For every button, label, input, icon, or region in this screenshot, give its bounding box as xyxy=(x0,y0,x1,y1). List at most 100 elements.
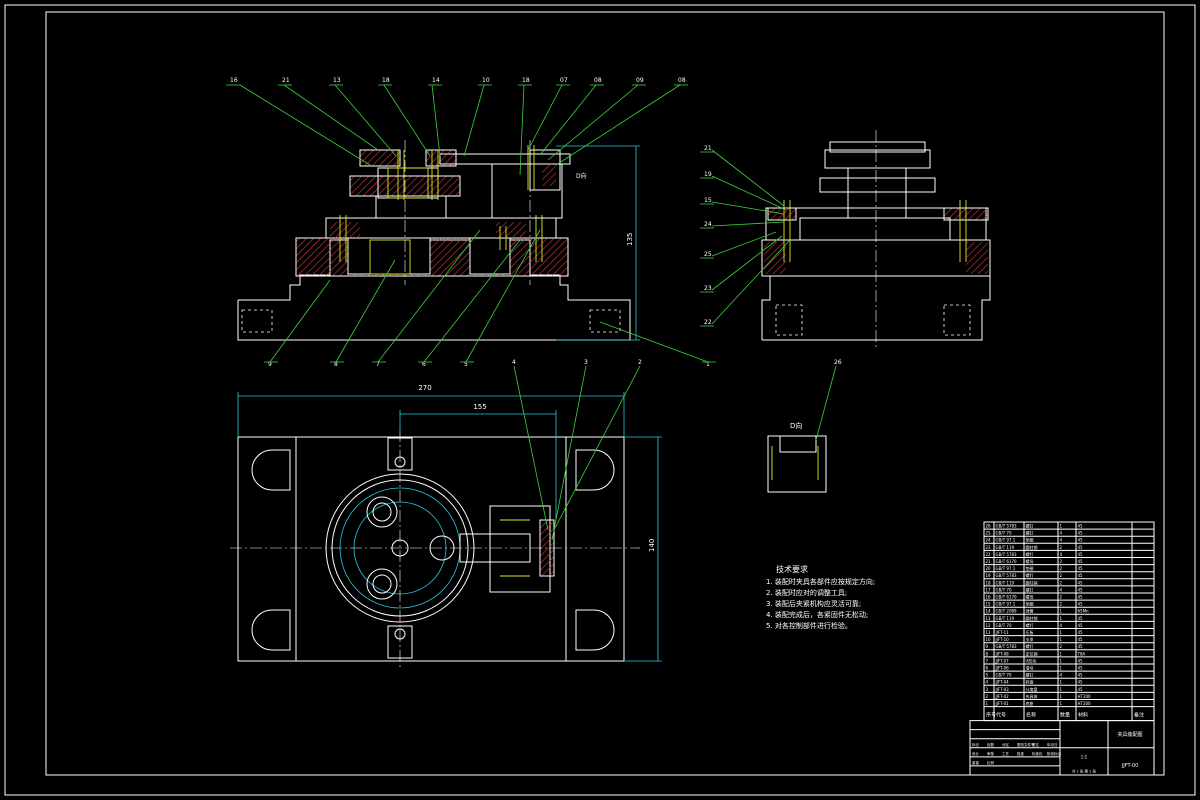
bom-cell: JJFT-01 xyxy=(995,701,1010,706)
bom-cell: 20 xyxy=(986,566,992,571)
bom-cell: GB/T 5783 xyxy=(996,573,1018,578)
bom-cell: 5 xyxy=(986,673,989,678)
bom-cell: 10 xyxy=(986,637,992,642)
bom-cell: 1 xyxy=(986,701,989,706)
callout-number: 24 xyxy=(704,221,712,228)
bom-cell: 26 xyxy=(986,524,992,529)
bom-cell: 22 xyxy=(986,552,992,557)
bom-cell: 转盘 xyxy=(1026,679,1034,685)
bom-cell: 45 xyxy=(1078,687,1084,692)
dimension-width: 140 xyxy=(648,539,656,552)
front-view xyxy=(237,140,631,341)
bom-cell: 1 xyxy=(1060,651,1063,656)
bom-cell: 圆柱销 xyxy=(1026,615,1038,621)
dimension-height: 135 xyxy=(626,233,634,246)
bom-cell: 4 xyxy=(986,680,989,685)
bom-cell: 2 xyxy=(1060,644,1063,649)
bom-cell: JJFT-06 xyxy=(995,666,1010,671)
bom-header-cell: 材料 xyxy=(1078,712,1088,719)
title-block-label: 工艺 xyxy=(1002,751,1010,756)
bom-cell: 45 xyxy=(1078,531,1084,536)
bom-cell: 圆柱销 xyxy=(1026,544,1038,550)
bom-cell: JJFT-10 xyxy=(995,637,1010,642)
bom-cell: GB/T 70 xyxy=(996,587,1012,592)
drawing-number: JJFT-00 xyxy=(1121,763,1139,769)
bom-header-cell: 序号 xyxy=(986,712,996,719)
bom-cell: 垫圈 xyxy=(1026,601,1034,607)
bom-cell: GB/T 5783 xyxy=(996,524,1018,529)
bom-cell: 45 xyxy=(1078,545,1084,550)
side-view xyxy=(761,130,991,350)
title-block-label: 重量 xyxy=(972,760,980,765)
side-view-leaders xyxy=(711,149,791,325)
bom-cell: 1 xyxy=(1060,630,1063,635)
bom-cell: GB/T 70 xyxy=(996,673,1012,678)
bom-cell: 8 xyxy=(986,651,989,656)
title-block-label: 设计 xyxy=(972,751,980,756)
bom-cell: 2 xyxy=(1060,602,1063,607)
callout-number: 08 xyxy=(678,77,686,84)
bom-cell: 2 xyxy=(1060,545,1063,550)
bom-cell: 垫圈 xyxy=(1026,565,1034,571)
bom-cell: T8A xyxy=(1077,651,1086,656)
bom-cell: 16 xyxy=(986,595,992,600)
bom-cell: GB/T 97.1 xyxy=(996,566,1016,571)
bom-cell: 1 xyxy=(1060,680,1063,685)
bom-cell: HT200 xyxy=(1078,694,1092,699)
bom-cell: 45 xyxy=(1078,644,1084,649)
callout-number: 07 xyxy=(560,77,568,84)
bom-cell: GB/T 70 xyxy=(996,623,1012,628)
sheet-outer-border xyxy=(4,4,1196,796)
bom-header-cell: 代号 xyxy=(996,712,1006,719)
bom-cell: 1 xyxy=(1060,687,1063,692)
bom-cell: 垫圈 xyxy=(1026,537,1034,543)
bom-cell: 1 xyxy=(1060,658,1063,663)
callout-number: 18 xyxy=(382,77,390,84)
bom-cell: 18 xyxy=(986,580,992,585)
bom-cell: 2 xyxy=(1060,580,1063,585)
bom-cell: 4 xyxy=(1060,673,1063,678)
title-block-label: 阶段标记 xyxy=(1047,751,1062,756)
bom-cell: 螺钉 xyxy=(1026,523,1034,529)
bom-cell: 压板 xyxy=(1026,629,1034,635)
bom-header-cell: 名称 xyxy=(1026,712,1036,719)
bom-cell: 1 xyxy=(1060,666,1063,671)
title-block-label: 处数 xyxy=(987,742,995,747)
dimension-offset-length: 155 xyxy=(473,403,486,411)
bom-header-cell: 数量 xyxy=(1060,712,1070,719)
bom-cell: 1 xyxy=(1060,701,1063,706)
bom-cell: 螺钉 xyxy=(1026,586,1034,592)
bom-cell: 1 xyxy=(1060,616,1063,621)
view-direction-label: D向 xyxy=(576,172,587,180)
bom-cell: GB/T 5783 xyxy=(996,552,1018,557)
bom-cell: 25 xyxy=(986,531,992,536)
bom-cell: 45 xyxy=(1078,658,1084,663)
callout-number: 6 xyxy=(422,361,426,368)
bom-cell: 3 xyxy=(986,687,989,692)
bom-cell: 螺钉 xyxy=(1026,551,1034,557)
plan-view xyxy=(230,392,662,668)
sheet-inner-frame xyxy=(45,11,1165,776)
callout-number: 13 xyxy=(333,77,341,84)
bom-cell: GB/T 2089 xyxy=(996,609,1018,614)
bom-cell: GB/T 97.1 xyxy=(996,538,1016,543)
bom-cell: 45 xyxy=(1078,666,1084,671)
bom-cell: 9 xyxy=(986,644,989,649)
bom-cell: 2 xyxy=(1060,573,1063,578)
bom-cell: 螺母 xyxy=(1026,594,1034,600)
bom-cell: 7 xyxy=(986,658,989,663)
bom-cell: 4 xyxy=(1060,538,1063,543)
bom-cell: 65Mn xyxy=(1078,609,1090,614)
bom-cell: 螺钉 xyxy=(1026,622,1034,628)
bom-cell: GB/T 6170 xyxy=(996,595,1018,600)
bom-cell: HT200 xyxy=(1078,701,1092,706)
bom-cell: V形块 xyxy=(1026,657,1037,663)
detail-view xyxy=(767,365,837,493)
callout-number: 18 xyxy=(522,77,530,84)
bom-cell: 45 xyxy=(1078,637,1084,642)
bom-cell: 24 xyxy=(986,538,992,543)
bom-cell: 螺钉 xyxy=(1026,672,1034,678)
detail-view-label: D向 xyxy=(790,421,802,430)
callout-number: 19 xyxy=(704,171,712,178)
